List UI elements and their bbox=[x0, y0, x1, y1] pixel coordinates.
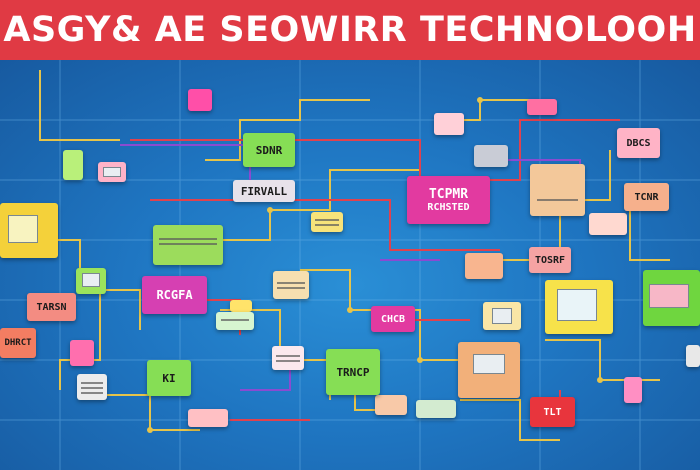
label-dbcs: DBCS bbox=[626, 137, 651, 149]
module-node bbox=[434, 113, 464, 135]
module-node bbox=[77, 374, 107, 400]
label-tlt: TLT bbox=[543, 406, 562, 418]
module-green-notes bbox=[153, 225, 223, 265]
module-dhrct: DHRCT bbox=[0, 328, 36, 358]
module-tcpmr: TCPMR RCHSTED bbox=[407, 176, 490, 224]
device-monitor bbox=[545, 280, 613, 334]
circuit-traces bbox=[0, 60, 700, 470]
module-node bbox=[416, 400, 456, 418]
label-tcpmr: TCPMR bbox=[428, 187, 469, 202]
module-ki: KI bbox=[147, 360, 191, 396]
module-rcgfa: RCGFA bbox=[142, 276, 207, 314]
label-tcnr: TCNR bbox=[634, 191, 659, 203]
module-node bbox=[527, 99, 557, 115]
module-tosrf: TOSRF bbox=[529, 247, 571, 273]
label-sdnr: SDNR bbox=[255, 143, 283, 157]
module-node bbox=[230, 300, 252, 312]
banner-title: ASGY& AE SEOWIRR TECHNOLOOH bbox=[3, 10, 697, 50]
label-ki: KI bbox=[162, 371, 176, 385]
module-chcb: CHCB bbox=[371, 306, 415, 332]
module-dbcs: DBCS bbox=[617, 128, 660, 158]
module-tarsn: TARSN bbox=[27, 293, 76, 321]
module-node bbox=[624, 377, 642, 403]
module-firvall: FIRVALL bbox=[233, 180, 295, 202]
module-node bbox=[589, 213, 627, 235]
module-node bbox=[474, 145, 508, 167]
label-tosrf: TOSRF bbox=[534, 254, 566, 266]
module-node bbox=[188, 89, 212, 111]
label-rcgfa: RCGFA bbox=[156, 288, 193, 302]
module-tlt: TLT bbox=[530, 397, 575, 427]
label-trncp: TRNCP bbox=[336, 365, 370, 379]
module-node bbox=[188, 409, 228, 427]
module-node bbox=[458, 342, 520, 398]
module-node bbox=[686, 345, 700, 367]
label-chcb: CHCB bbox=[380, 313, 406, 325]
module-tcnr: TCNR bbox=[624, 183, 669, 211]
module-node bbox=[465, 253, 503, 279]
device-green-right bbox=[643, 270, 700, 326]
module-sdnr: SDNR bbox=[243, 133, 295, 167]
label-dhrct: DHRCT bbox=[4, 338, 32, 348]
module-node bbox=[272, 346, 304, 370]
module-node bbox=[216, 312, 254, 330]
device-yellow-left bbox=[0, 203, 58, 258]
label-tarsn: TARSN bbox=[36, 301, 67, 313]
module-node bbox=[76, 268, 106, 294]
module-node bbox=[311, 212, 343, 232]
module-node bbox=[375, 395, 407, 415]
network-diagram: SDNR FIRVALL TCPMR RCHSTED DBCS TCNR TOS… bbox=[0, 60, 700, 470]
module-node bbox=[98, 162, 126, 182]
device-peach bbox=[530, 164, 585, 216]
label-firvall: FIRVALL bbox=[240, 184, 288, 198]
module-node bbox=[273, 271, 309, 299]
label-rchsted: RCHSTED bbox=[427, 202, 470, 213]
module-node bbox=[70, 340, 94, 366]
module-node bbox=[483, 302, 521, 330]
title-banner: ASGY& AE SEOWIRR TECHNOLOOH bbox=[0, 0, 700, 60]
module-trncp: TRNCP bbox=[326, 349, 380, 395]
module-node bbox=[63, 150, 83, 180]
